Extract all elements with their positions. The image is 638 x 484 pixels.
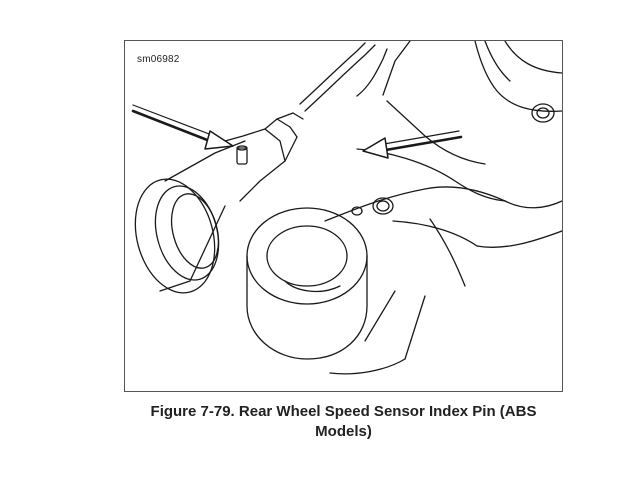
arrow-to-sensor-cable: [362, 130, 463, 159]
arrow-to-index-pin: [131, 104, 234, 150]
round-boss: [246, 207, 368, 360]
sensor-illustration: [131, 41, 562, 375]
sensor-head: [134, 112, 304, 294]
figure-frame: sm06982: [124, 40, 563, 392]
sensor-cable: [299, 42, 376, 112]
figure-id-label: sm06982: [137, 54, 180, 65]
bracket-holes: [351, 103, 555, 216]
figure-caption: Figure 7-79. Rear Wheel Speed Sensor Ind…: [150, 403, 537, 440]
index-pin: [236, 145, 248, 165]
